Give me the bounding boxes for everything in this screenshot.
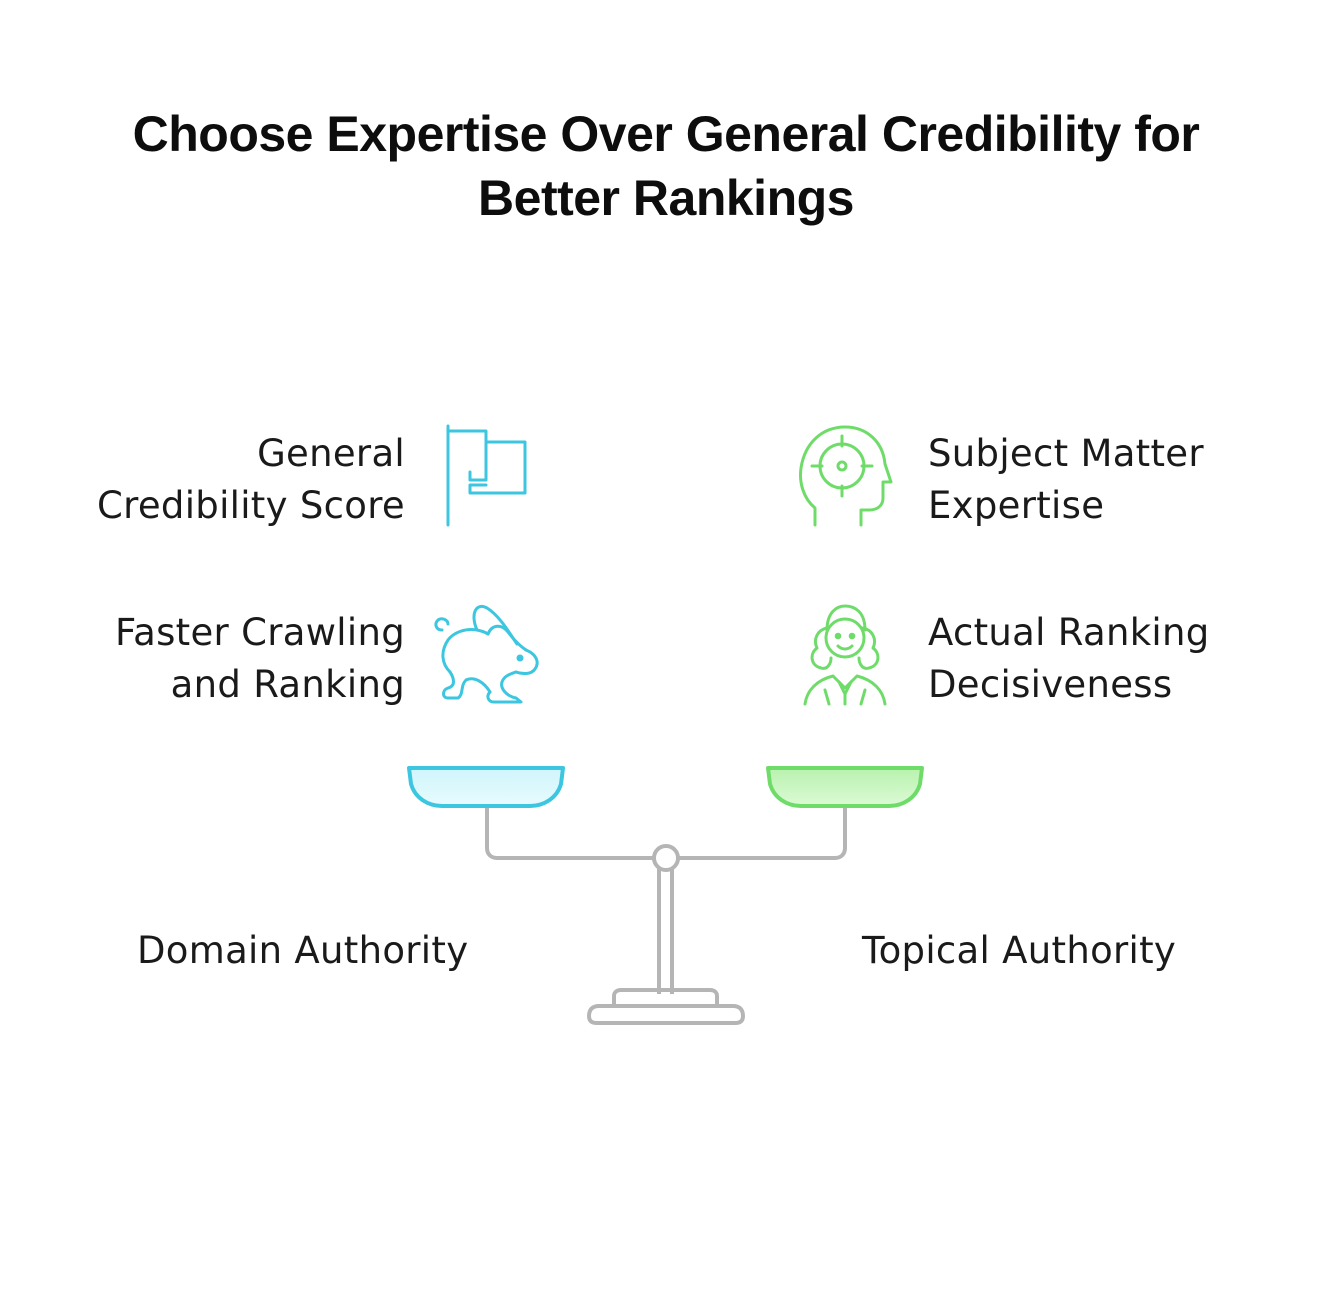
scale-beam	[485, 806, 847, 1025]
domain-authority-label: Domain Authority	[137, 929, 469, 972]
page-title: Choose Expertise Over General Credibilit…	[0, 102, 1332, 230]
scale-pivot	[652, 844, 680, 872]
rabbit-icon	[434, 605, 539, 704]
title-line-2: Better Rankings	[478, 170, 854, 226]
title-line-1: Choose Expertise Over General Credibilit…	[132, 106, 1200, 162]
general-credibility-label: General Credibility Score	[97, 432, 405, 527]
judge-icon	[803, 604, 887, 706]
head-target-icon	[799, 425, 893, 527]
actual-ranking-label: Actual Ranking Decisiveness	[928, 611, 1210, 706]
subject-matter-label: Subject Matter Expertise	[928, 432, 1204, 527]
right-scale-pan	[766, 766, 924, 808]
faster-crawling-label: Faster Crawling and Ranking	[114, 611, 405, 706]
left-scale-pan	[407, 766, 565, 808]
topical-authority-label: Topical Authority	[862, 929, 1177, 972]
flag-icon	[446, 424, 527, 527]
